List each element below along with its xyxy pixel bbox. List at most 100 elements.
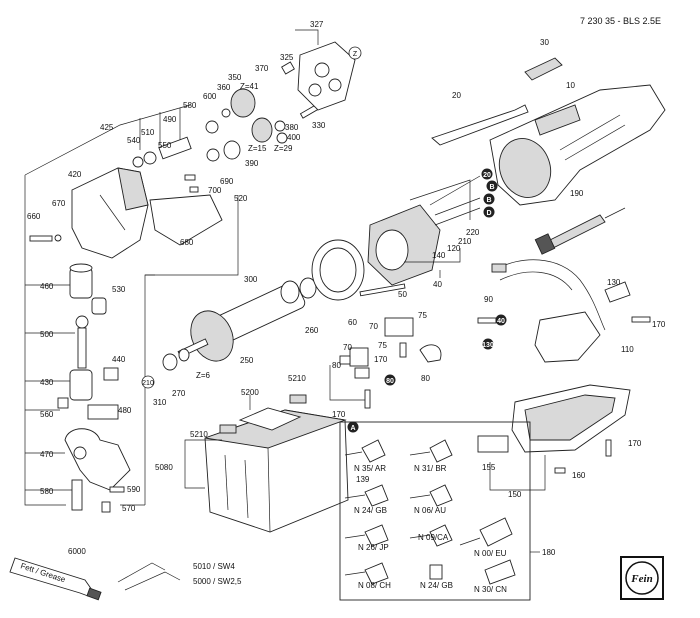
label-110: 110 [621, 345, 634, 354]
switch-slider-part [431, 104, 529, 146]
svg-text:40: 40 [497, 318, 505, 325]
label-z15: Z=15 [248, 144, 267, 153]
svg-text:A: A [350, 425, 355, 432]
label-510: 510 [141, 128, 155, 137]
label-170d: 170 [628, 439, 642, 448]
label-z6: Z=6 [196, 371, 211, 380]
label-120: 120 [447, 244, 461, 253]
label-5200: 5200 [241, 388, 259, 397]
motor-housing-part [489, 84, 666, 206]
left-bracket-lines [24, 104, 239, 506]
label-500: 500 [40, 330, 54, 339]
plug-n26: N 26/ JP [358, 543, 389, 552]
svg-text:210: 210 [142, 380, 154, 387]
label-6000: 6000 [68, 547, 86, 556]
plate-680 [149, 194, 223, 246]
plug-n24b: N 24/ GB [420, 581, 453, 590]
label-270: 270 [172, 389, 186, 398]
svg-text:B: B [489, 184, 494, 191]
head-housing-part [71, 167, 149, 259]
label-190: 190 [570, 189, 584, 198]
brush-parts [339, 317, 442, 409]
plug-n06: N 06/ AU [414, 506, 446, 515]
label-30: 30 [540, 38, 549, 47]
label-680: 680 [180, 238, 194, 247]
label-360: 360 [217, 83, 231, 92]
armature-part [162, 277, 317, 371]
label-150: 150 [508, 490, 522, 499]
label-420: 420 [68, 170, 82, 179]
lower-cover-part [477, 384, 631, 474]
label-330: 330 [312, 121, 326, 130]
label-580: 580 [40, 487, 54, 496]
letter-markers: 20 B B D 40 130 80 A Z 210 [141, 46, 507, 433]
label-470: 470 [40, 450, 54, 459]
svg-text:Z: Z [353, 51, 358, 58]
label-580-top: 580 [183, 101, 197, 110]
label-50: 50 [398, 290, 407, 299]
label-210: 210 [458, 237, 472, 246]
label-440: 440 [112, 355, 126, 364]
label-327: 327 [310, 20, 324, 29]
label-590: 590 [127, 485, 141, 494]
model-number: 7 230 35 - BLS 2.5E [580, 16, 661, 26]
label-425: 425 [100, 123, 114, 132]
plug-n24: N 24/ GB [354, 506, 387, 515]
label-520: 520 [234, 194, 248, 203]
label-480: 480 [118, 406, 132, 415]
label-700: 700 [208, 186, 222, 195]
plug-n08: N 08/ CH [358, 581, 391, 590]
label-170: 170 [652, 320, 666, 329]
plug-139: 139 [356, 475, 370, 484]
plug-drawings [344, 439, 516, 585]
label-10: 10 [566, 81, 575, 90]
stator-part [359, 204, 441, 297]
label-670: 670 [52, 199, 66, 208]
label-170b: 170 [374, 355, 388, 364]
label-160: 160 [572, 471, 586, 480]
cord-part [534, 207, 626, 255]
label-5000: 5000 / SW2,5 [193, 577, 242, 586]
fein-logo: Fein [620, 556, 664, 600]
label-130: 130 [607, 278, 621, 287]
label-90: 90 [484, 295, 493, 304]
logo-text: Fein [630, 573, 652, 585]
plug-labels: N 35/ AR N 31/ BR 139 N 24/ GB N 06/ AU … [354, 464, 556, 594]
gear-shaft-cluster [132, 88, 323, 193]
plug-n30: N 30/ CN [474, 585, 507, 594]
svg-text:80: 80 [386, 378, 394, 385]
plug-n35: N 35/ AR [354, 464, 386, 473]
label-170c: 170 [332, 410, 346, 419]
label-60: 60 [348, 318, 357, 327]
label-z41: Z=41 [240, 82, 259, 91]
label-80b: 80 [332, 361, 341, 370]
case-callout-lines [184, 395, 251, 489]
svg-text:130: 130 [482, 342, 494, 349]
fan-guide-part [311, 239, 365, 301]
cover-callout-lines [489, 455, 546, 491]
label-40: 40 [433, 280, 442, 289]
brush-callout-lines [329, 365, 365, 401]
label-570: 570 [122, 504, 136, 513]
label-380: 380 [285, 123, 299, 132]
wiring-harness [477, 259, 651, 363]
label-560: 560 [40, 410, 54, 419]
part-labels: 327 325 370 350 360 Z=41 600 580 490 510… [27, 20, 666, 586]
label-540: 540 [127, 136, 141, 145]
label-370: 370 [255, 64, 269, 73]
gear-housing-part [281, 41, 356, 111]
hex-keys-part [117, 562, 181, 591]
plug-n31: N 31/ BR [414, 464, 447, 473]
plug-n09: N 09/CA [418, 533, 449, 542]
screw-660 [29, 234, 62, 242]
label-75b: 75 [378, 341, 387, 350]
label-310: 310 [153, 398, 167, 407]
label-350: 350 [228, 73, 242, 82]
label-5080: 5080 [155, 463, 173, 472]
label-600: 600 [203, 92, 217, 101]
bit-assembly [57, 263, 131, 513]
label-550: 550 [158, 141, 172, 150]
label-220: 220 [466, 228, 480, 237]
label-75: 75 [418, 311, 427, 320]
